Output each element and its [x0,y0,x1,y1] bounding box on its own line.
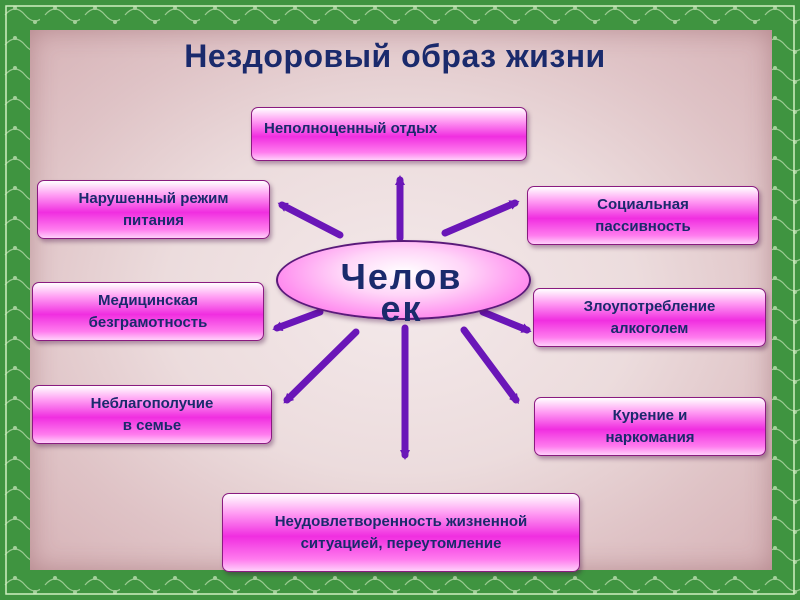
center-label-line2: ек [380,288,423,329]
box-family-trouble: Неблагополучие в семье [32,385,272,444]
box-alcohol-abuse: Злоупотребление алкоголем [533,288,766,347]
arrow-upper-right [441,199,520,237]
arrow-lower-right [460,326,520,405]
box-disrupted-diet: Нарушенный режим питания [37,180,270,239]
arrow-upper-left [277,201,344,239]
box-life-dissatisfaction: Неудовлетворенность жизненной ситуацией,… [222,493,580,572]
box-smoking-drugs: Курение и наркомания [534,397,766,456]
box-inadequate-rest: Неполноценный отдых [251,107,527,161]
center-label: Челов ек [276,252,527,334]
arrow-right [479,308,532,334]
center-label-line1: Челов [340,256,463,297]
arrow-lower-left [283,328,360,404]
arrow-left [272,308,324,332]
page-title: Нездоровый образ жизни [184,38,606,74]
box-social-passivity: Социальная пассивность [527,186,759,245]
box-medical-illiteracy: Медицинская безграмотность [32,282,264,341]
center-ellipse [276,240,531,320]
